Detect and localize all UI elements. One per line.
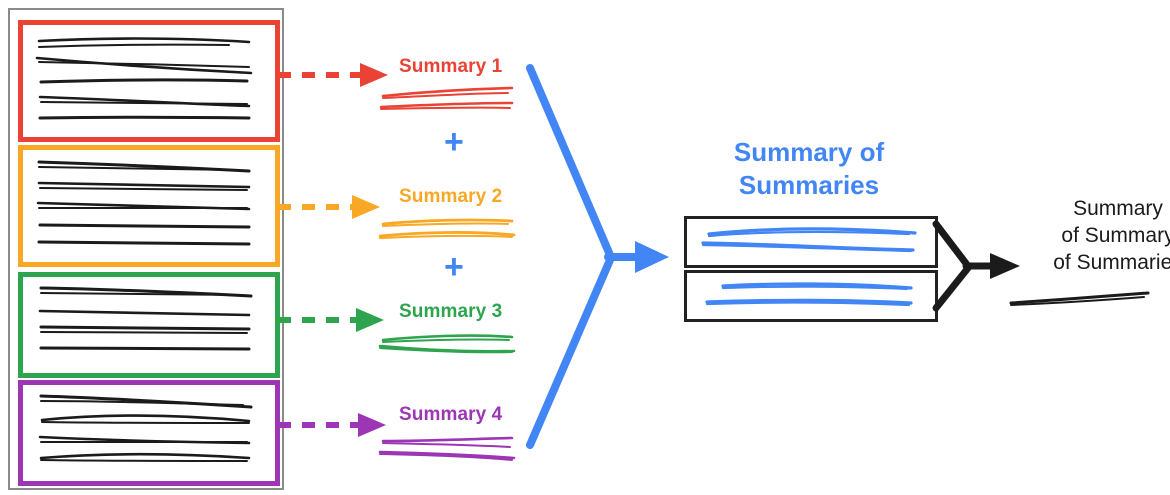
summary-1-label: Summary 1 bbox=[399, 56, 503, 77]
final-title-line-1: Summary bbox=[1073, 197, 1163, 220]
summary-2-lines bbox=[378, 218, 516, 239]
summary-2-label: Summary 2 bbox=[399, 186, 503, 207]
source-chunk-1[interactable] bbox=[18, 20, 280, 142]
chunk-3-text-lines bbox=[38, 286, 253, 351]
summary-3-lines bbox=[378, 334, 516, 354]
chunk-4-text-lines bbox=[38, 394, 253, 462]
sos-box-2-lines bbox=[705, 282, 913, 307]
arrow-merge-summaries bbox=[526, 64, 669, 449]
plus-operator-1: + bbox=[444, 123, 464, 161]
arrow-chunk-1-to-summary-1 bbox=[278, 63, 388, 87]
source-chunk-2[interactable] bbox=[18, 145, 280, 267]
summary-4-lines bbox=[378, 436, 516, 461]
arrow-merge-final bbox=[932, 220, 1020, 312]
arrow-chunk-3-to-summary-3 bbox=[278, 308, 384, 332]
final-title-line-3: of Summaries bbox=[1053, 250, 1170, 274]
source-document-container bbox=[8, 8, 284, 490]
summary-4-label: Summary 4 bbox=[399, 404, 503, 425]
sos-title-line-2: Summaries bbox=[738, 169, 880, 200]
final-title-line-2: of Summary bbox=[1061, 223, 1170, 247]
sos-title-line-1: Summary of bbox=[733, 137, 885, 167]
chunk-1-text-lines bbox=[35, 37, 253, 120]
summary-of-summaries-title: Summary of Summaries bbox=[679, 136, 939, 201]
sos-box-1-lines bbox=[701, 227, 917, 253]
sos-box-2[interactable] bbox=[684, 270, 938, 322]
source-chunk-4[interactable] bbox=[18, 380, 280, 486]
arrow-chunk-2-to-summary-2 bbox=[278, 195, 380, 219]
final-summary-line bbox=[1009, 291, 1150, 306]
sos-box-1[interactable] bbox=[684, 216, 938, 268]
chunk-2-text-lines bbox=[36, 160, 251, 246]
summary-3-label: Summary 3 bbox=[399, 301, 503, 322]
final-summary-title: Summary of Summary of Summaries bbox=[1018, 196, 1170, 277]
arrow-chunk-4-to-summary-4 bbox=[278, 413, 386, 437]
source-chunk-3[interactable] bbox=[18, 272, 280, 378]
summary-1-lines bbox=[379, 86, 514, 110]
plus-operator-2: + bbox=[444, 248, 464, 286]
